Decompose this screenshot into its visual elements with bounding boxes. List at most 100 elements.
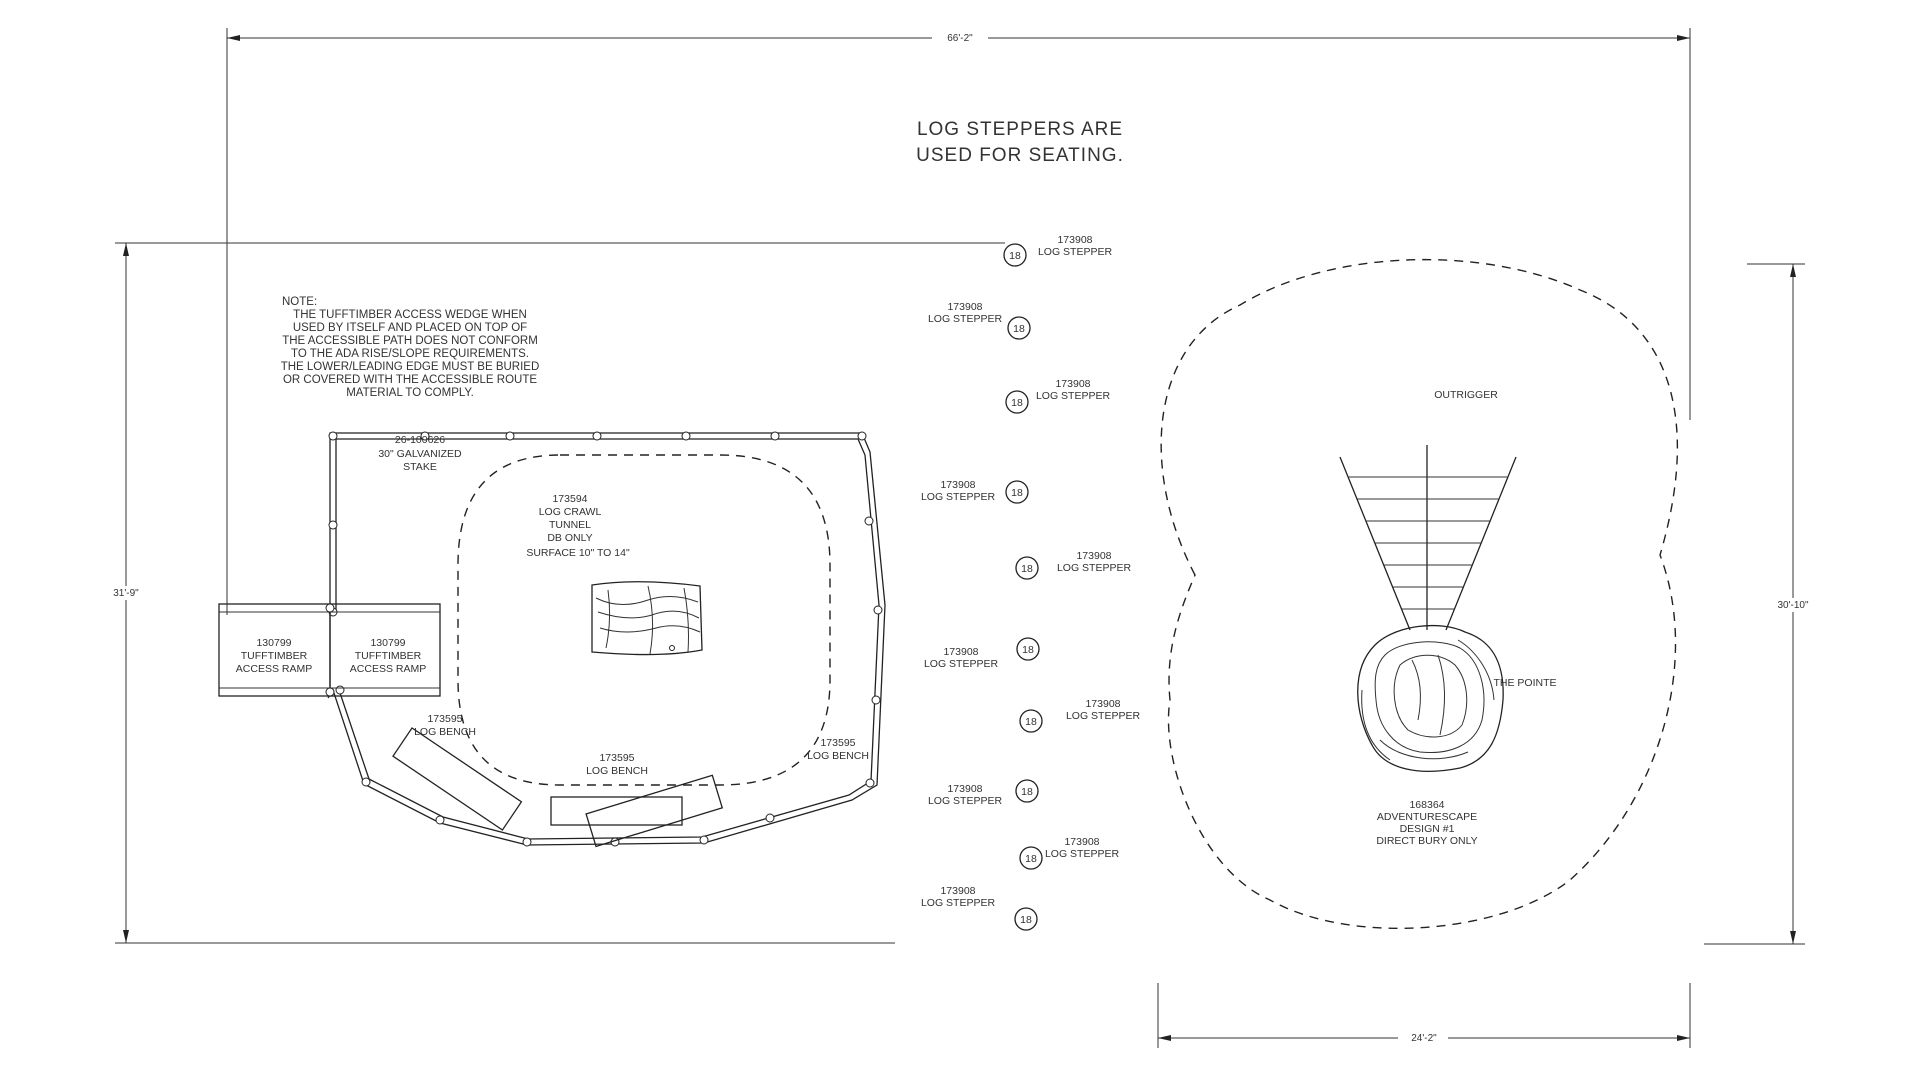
svg-text:18: 18 <box>1009 250 1021 262</box>
stepper-10: 18 173908 LOG STEPPER <box>921 885 1038 931</box>
svg-text:130799: 130799 <box>370 637 405 649</box>
svg-text:18: 18 <box>1022 644 1034 656</box>
svg-text:173908: 173908 <box>1085 698 1120 710</box>
ada-note-line: THE ACCESSIBLE PATH DOES NOT CONFORM <box>282 335 538 347</box>
the-pointe-label: THE POINTE <box>1493 677 1556 689</box>
svg-text:173595: 173595 <box>820 737 855 749</box>
svg-text:18: 18 <box>1025 853 1037 865</box>
svg-text:18: 18 <box>1011 397 1023 409</box>
right-width-label: 24'-2" <box>1411 1033 1437 1044</box>
ada-note-line: THE TUFFTIMBER ACCESS WEDGE WHEN <box>293 309 527 321</box>
right-height-label: 30'-10" <box>1777 600 1808 611</box>
svg-text:18: 18 <box>1021 786 1033 798</box>
svg-text:173908: 173908 <box>947 783 982 795</box>
svg-text:173908: 173908 <box>940 479 975 491</box>
stepper-4: 18 173908 LOG STEPPER <box>921 479 1029 504</box>
stepper-9: 18 173908 LOG STEPPER <box>1019 836 1120 870</box>
svg-text:26-100626: 26-100626 <box>395 434 445 446</box>
ada-note-line: USED BY ITSELF AND PLACED ON TOP OF <box>293 322 527 334</box>
right-surface-boundary <box>1160 258 1678 930</box>
svg-text:173908: 173908 <box>940 885 975 897</box>
svg-text:STAKE: STAKE <box>403 461 437 473</box>
svg-text:LOG STEPPER: LOG STEPPER <box>1045 848 1120 860</box>
stepper-7: 18 173908 LOG STEPPER <box>1019 698 1141 733</box>
dimension-left-height: 31'-9" <box>100 242 1005 944</box>
svg-text:LOG STEPPER: LOG STEPPER <box>1066 710 1141 722</box>
svg-text:LOG STEPPER: LOG STEPPER <box>1057 562 1132 574</box>
svg-text:173595: 173595 <box>427 713 462 725</box>
svg-text:173908: 173908 <box>1055 378 1090 390</box>
svg-text:173908: 173908 <box>1057 234 1092 246</box>
svg-text:173594: 173594 <box>552 493 587 505</box>
svg-text:LOG STEPPER: LOG STEPPER <box>921 491 996 503</box>
ada-note: NOTE: THE TUFFTIMBER ACCESS WEDGE WHEN U… <box>281 296 540 399</box>
ada-note-line: TO THE ADA RISE/SLOPE REQUIREMENTS. <box>291 348 529 360</box>
ramp-2-label: 130799 TUFFTIMBER ACCESS RAMP <box>350 637 426 675</box>
svg-text:173595: 173595 <box>599 752 634 764</box>
svg-text:173908: 173908 <box>947 301 982 313</box>
svg-text:DESIGN #1: DESIGN #1 <box>1400 823 1455 835</box>
outrigger-shape <box>1339 445 1517 631</box>
svg-text:LOG STEPPER: LOG STEPPER <box>928 313 1003 325</box>
svg-text:LOG STEPPER: LOG STEPPER <box>1038 246 1113 258</box>
tunnel-label: 173594 LOG CRAWL TUNNEL DB ONLY <box>539 493 602 544</box>
stepper-2: 18 173908 LOG STEPPER <box>928 301 1031 340</box>
ada-note-line: NOTE: <box>282 296 317 308</box>
stepper-3: 18 173908 LOG STEPPER <box>1005 378 1111 414</box>
surface-label: SURFACE 10" TO 14" <box>526 547 630 559</box>
svg-text:ACCESS RAMP: ACCESS RAMP <box>236 663 312 675</box>
svg-text:TUFFTIMBER: TUFFTIMBER <box>355 650 422 662</box>
svg-text:173908: 173908 <box>943 646 978 658</box>
overall-width-label: 66'-2" <box>947 33 973 44</box>
svg-text:DIRECT BURY ONLY: DIRECT BURY ONLY <box>1376 835 1477 847</box>
svg-text:LOG STEPPER: LOG STEPPER <box>928 795 1003 807</box>
ada-note-line: OR COVERED WITH THE ACCESSIBLE ROUTE <box>283 374 537 386</box>
svg-text:168364: 168364 <box>1409 799 1444 811</box>
svg-text:18: 18 <box>1011 487 1023 499</box>
access-ramp-2 <box>329 603 441 697</box>
bench-center-label: 173595 LOG BENCH <box>586 752 648 777</box>
log-bench-center <box>550 796 683 826</box>
svg-text:18: 18 <box>1020 914 1032 926</box>
svg-text:LOG BENCH: LOG BENCH <box>414 726 476 738</box>
surface-boundary <box>457 454 831 786</box>
svg-text:ADVENTURESCAPE: ADVENTURESCAPE <box>1377 811 1477 823</box>
left-height-label: 31'-9" <box>113 588 139 599</box>
bench-right-label: 173595 LOG BENCH <box>807 737 869 762</box>
right-play-area <box>1160 258 1678 930</box>
svg-text:18: 18 <box>1021 563 1033 575</box>
svg-text:30" GALVANIZED: 30" GALVANIZED <box>378 448 462 460</box>
svg-text:DB ONLY: DB ONLY <box>547 532 592 544</box>
ada-note-line: MATERIAL TO COMPLY. <box>346 387 474 399</box>
log-bench-right <box>585 774 724 848</box>
log-crawl-tunnel-shape <box>591 581 703 656</box>
stepper-1: 18 173908 LOG STEPPER <box>1003 234 1113 267</box>
svg-text:173908: 173908 <box>1064 836 1099 848</box>
svg-text:TUFFTIMBER: TUFFTIMBER <box>241 650 308 662</box>
svg-text:LOG STEPPER: LOG STEPPER <box>924 658 999 670</box>
svg-text:TUNNEL: TUNNEL <box>549 519 591 531</box>
title-note-line2: USED FOR SEATING. <box>916 145 1124 166</box>
title-note-line1: LOG STEPPERS ARE <box>917 119 1123 140</box>
dimension-right-width: 24'-2" <box>1157 983 1691 1048</box>
stepper-5: 18 173908 LOG STEPPER <box>1015 550 1132 580</box>
log-bench-left <box>392 727 523 831</box>
ramp-1-label: 130799 TUFFTIMBER ACCESS RAMP <box>236 637 312 675</box>
stake-label: 26-100626 30" GALVANIZED STAKE <box>378 434 462 473</box>
stepper-8: 18 173908 LOG STEPPER <box>928 779 1039 807</box>
svg-text:LOG STEPPER: LOG STEPPER <box>1036 390 1111 402</box>
ada-note-line: THE LOWER/LEADING EDGE MUST BE BURIED <box>281 361 540 373</box>
outrigger-label: OUTRIGGER <box>1434 389 1498 401</box>
svg-text:ACCESS RAMP: ACCESS RAMP <box>350 663 426 675</box>
stepper-6: 18 173908 LOG STEPPER <box>924 637 1040 670</box>
svg-text:LOG BENCH: LOG BENCH <box>586 765 648 777</box>
bench-left-label: 173595 LOG BENCH <box>414 713 476 738</box>
svg-text:173908: 173908 <box>1076 550 1111 562</box>
svg-text:LOG CRAWL: LOG CRAWL <box>539 506 602 518</box>
svg-text:18: 18 <box>1025 716 1037 728</box>
adventurescape-label: 168364 ADVENTURESCAPE DESIGN #1 DIRECT B… <box>1376 799 1477 847</box>
the-pointe-shape <box>1357 624 1504 772</box>
svg-text:130799: 130799 <box>256 637 291 649</box>
dimension-right-height: 30'-10" <box>1704 263 1818 945</box>
dimension-overall-width: 66'-2" <box>226 28 1691 615</box>
